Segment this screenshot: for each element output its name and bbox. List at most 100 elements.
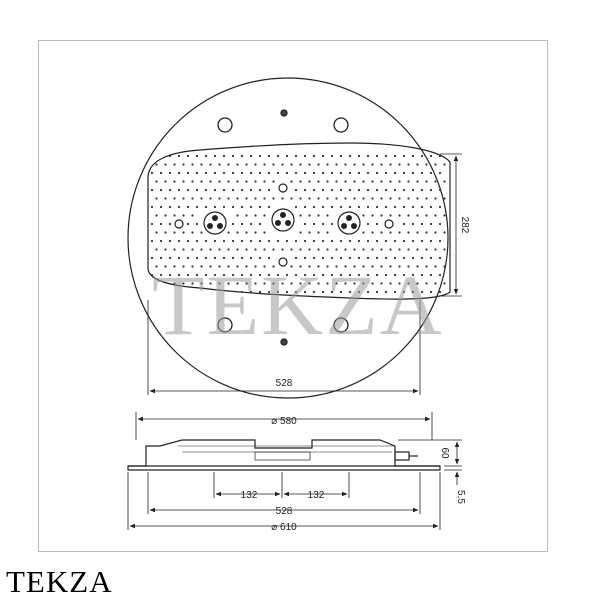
nozzle-dot: [407, 180, 410, 183]
nozzle-dot: [285, 171, 289, 175]
nozzle-dot: [249, 290, 253, 294]
nozzle-dot: [240, 188, 244, 192]
nozzle-dot: [267, 290, 271, 294]
dim-label-528-top: 528: [276, 378, 293, 389]
nozzle-dot: [371, 163, 374, 166]
nozzle-dot: [186, 222, 190, 226]
nozzle-dot: [290, 248, 293, 251]
nozzle-dot: [326, 180, 329, 183]
nozzle-dot: [407, 197, 410, 200]
watermark: TEKZA: [152, 257, 444, 353]
nozzle-dot: [371, 197, 374, 200]
nozzle-dot: [438, 188, 442, 192]
nozzle-dot: [168, 154, 172, 158]
nozzle-dot: [348, 171, 352, 175]
nozzle-dot: [222, 188, 226, 192]
nozzle-dot: [299, 282, 302, 285]
nozzle-dot: [393, 239, 397, 243]
nozzle-dot: [326, 265, 329, 268]
nozzle-dot: [191, 180, 194, 183]
nozzle-dot: [317, 265, 320, 268]
nozzle-dot: [335, 163, 338, 166]
light-ring-top-right: [333, 117, 349, 133]
nozzle-dot: [303, 256, 307, 260]
nozzle-dot: [303, 188, 307, 192]
nozzle-dot: [227, 248, 230, 251]
nozzle-dot: [362, 265, 365, 268]
nozzle-dot: [371, 282, 374, 285]
nozzle-dot: [429, 171, 433, 175]
nozzle-dot: [321, 239, 325, 243]
nozzle-dot: [290, 282, 293, 285]
dim-label-282: 282: [459, 217, 470, 234]
nozzle-dot: [150, 188, 154, 192]
nozzle-dot: [317, 231, 320, 234]
nozzle-dot: [209, 248, 212, 251]
nozzle-dot: [258, 273, 262, 277]
nozzle-dot: [303, 239, 307, 243]
nozzle-dot: [366, 188, 370, 192]
massage-jet-center: [271, 208, 295, 232]
nozzle-dot: [155, 214, 158, 217]
nozzle-dot: [357, 154, 361, 158]
nozzle-dot: [182, 180, 185, 183]
nozzle-dot: [312, 239, 316, 243]
nozzle-dot: [321, 222, 325, 226]
nozzle-dot: [339, 171, 343, 175]
nozzle-dot: [258, 154, 262, 158]
nozzle-dot: [398, 265, 401, 268]
nozzle-dot: [267, 171, 271, 175]
nozzle-dot: [186, 154, 190, 158]
nozzle-dot: [371, 248, 374, 251]
nozzle-dot: [420, 205, 424, 209]
nozzle-dot: [204, 239, 208, 243]
nozzle-dot: [357, 188, 361, 192]
nozzle-dot: [429, 222, 433, 226]
nozzle-dot: [402, 256, 406, 260]
dim-label-132-left: 132: [241, 490, 258, 501]
nozzle-dot: [258, 256, 262, 260]
nozzle-dot: [168, 222, 172, 226]
massage-jets: [174, 183, 394, 267]
nozzle-dot: [258, 239, 262, 243]
nozzle-dot: [425, 231, 428, 234]
nozzle-dot: [290, 265, 293, 268]
nozzle-dot: [389, 248, 392, 251]
nozzle-dot: [321, 256, 325, 260]
nozzle-dot: [258, 171, 262, 175]
nozzle-dot: [308, 265, 311, 268]
nozzle-dot: [443, 214, 446, 217]
nozzle-dot: [393, 273, 397, 277]
nozzle-dot: [375, 205, 379, 209]
nozzle-dot: [231, 273, 235, 277]
nozzle-dot: [267, 205, 271, 209]
nozzle-dot: [285, 154, 289, 158]
nozzle-dot: [393, 188, 397, 192]
nozzle-dot: [204, 273, 208, 277]
nozzle-dot: [344, 248, 347, 251]
nozzle-dot: [380, 214, 383, 217]
nozzle-dot: [371, 265, 374, 268]
nozzle-dot: [330, 205, 334, 209]
nozzle-dot: [312, 205, 316, 209]
nozzle-dot: [168, 239, 172, 243]
nozzle-dot: [303, 171, 307, 175]
spray-zone-outline: [147, 142, 451, 300]
dim-label-132-right: 132: [308, 490, 325, 501]
nozzle-dot: [209, 180, 212, 183]
nozzle-dot: [186, 256, 190, 260]
nozzle-dot: [344, 163, 347, 166]
nozzle-dot: [191, 282, 194, 285]
nozzle-dot: [272, 180, 275, 183]
nozzle-dot: [245, 180, 248, 183]
nozzle-dot: [353, 248, 356, 251]
nozzle-dot: [281, 282, 284, 285]
nozzle-dot: [357, 239, 361, 243]
nozzle-dot: [434, 282, 437, 285]
nozzle-dot: [218, 282, 221, 285]
nozzle-dot: [195, 256, 199, 260]
nozzle-dot: [398, 248, 401, 251]
nozzle-dot: [182, 265, 185, 268]
nozzle-dot: [411, 273, 415, 277]
nozzle-dot: [186, 273, 190, 277]
